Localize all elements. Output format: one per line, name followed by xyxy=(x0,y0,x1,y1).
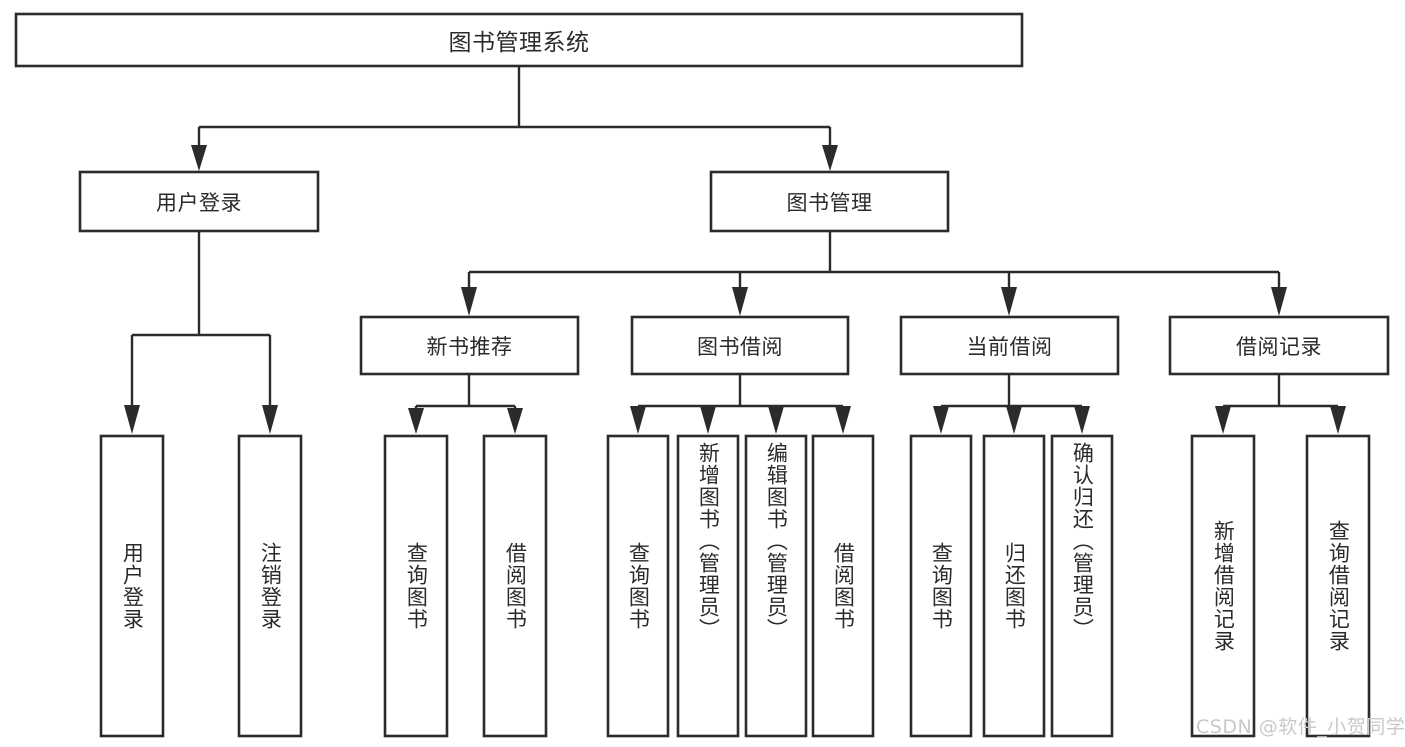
node-box-user-login[interactable] xyxy=(78,170,320,233)
connector-current-borrow-to-leaves xyxy=(933,374,1090,434)
arrow-leaf-add-borrow-record xyxy=(1215,406,1231,434)
connector-borrow-record-to-leaves xyxy=(1215,374,1346,434)
arrow-leaf-add-book-admin xyxy=(700,406,716,434)
arrow-leaf-query-borrow-record xyxy=(1330,406,1346,434)
node-box-new-book-recommend[interactable] xyxy=(359,315,580,376)
connector-new-book-to-leaves xyxy=(408,374,523,434)
arrow-leaf-borrow-book-1 xyxy=(507,408,523,434)
node-box-leaf-add-borrow-record[interactable] xyxy=(1190,434,1256,738)
connector-root-to-level2 xyxy=(191,66,838,171)
node-box-leaf-edit-book-admin[interactable] xyxy=(744,434,808,738)
node-box-leaf-borrow-book-1[interactable] xyxy=(482,434,548,738)
node-box-book-borrow[interactable] xyxy=(630,315,850,376)
arrow-current-borrow xyxy=(1001,287,1017,316)
node-box-leaf-query-book-1[interactable] xyxy=(383,434,449,738)
node-box-leaf-confirm-return-admin[interactable] xyxy=(1050,434,1114,738)
arrow-leaf-borrow-book-2 xyxy=(835,406,851,434)
node-box-leaf-add-book-admin[interactable] xyxy=(676,434,740,738)
arrow-book-borrow xyxy=(732,287,748,316)
node-box-root[interactable] xyxy=(14,12,1024,68)
connector-book-manage-to-level3 xyxy=(461,231,1287,316)
node-box-leaf-query-borrow-record[interactable] xyxy=(1305,434,1371,738)
node-box-borrow-record[interactable] xyxy=(1168,315,1390,376)
arrow-leaf-return-book xyxy=(1006,406,1022,434)
arrow-to-user-login xyxy=(191,145,207,171)
arrow-leaf-confirm-return-admin xyxy=(1074,406,1090,434)
connector-book-borrow-to-leaves xyxy=(630,374,851,434)
arrow-leaf-user-login xyxy=(124,405,140,434)
node-box-book-manage[interactable] xyxy=(709,170,950,233)
arrow-borrow-record xyxy=(1271,287,1287,316)
watermark-text: CSDN @软件_小贺同学 xyxy=(1196,716,1405,738)
arrow-leaf-query-book-3 xyxy=(933,406,949,434)
node-box-leaf-query-book-2[interactable] xyxy=(606,434,670,738)
arrow-leaf-query-book-2 xyxy=(630,406,646,434)
arrow-leaf-edit-book-admin xyxy=(768,406,784,434)
arrow-new-book-recommend xyxy=(461,287,477,316)
connector-user-login-to-leaves xyxy=(124,231,278,434)
node-box-current-borrow[interactable] xyxy=(899,315,1120,376)
node-box-leaf-user-login[interactable] xyxy=(99,434,165,738)
node-box-leaf-borrow-book-2[interactable] xyxy=(811,434,875,738)
arrow-leaf-user-logout xyxy=(262,405,278,434)
arrow-leaf-query-book-1 xyxy=(408,408,424,434)
arrow-to-book-manage xyxy=(822,145,838,171)
node-box-leaf-user-logout[interactable] xyxy=(237,434,303,738)
node-box-leaf-return-book[interactable] xyxy=(982,434,1046,738)
node-box-leaf-query-book-3[interactable] xyxy=(909,434,973,738)
